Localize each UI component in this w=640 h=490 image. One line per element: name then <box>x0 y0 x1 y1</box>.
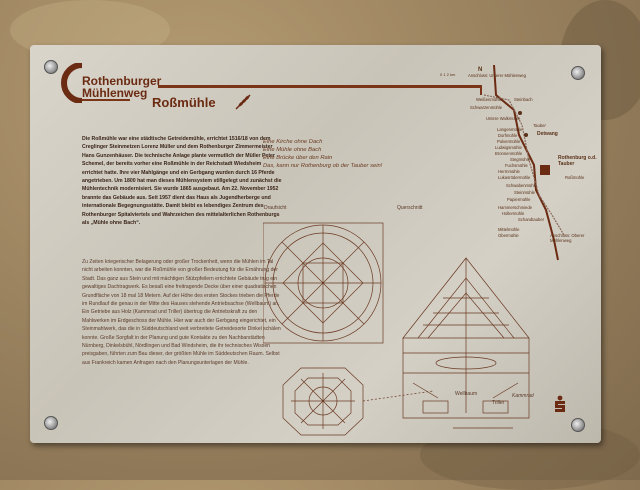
brand-name: Rothenburger Mühlenweg <box>82 75 161 99</box>
map-place: Weißenmühle <box>476 97 502 102</box>
screw-icon <box>571 66 585 80</box>
spacer <box>226 113 228 131</box>
map-place: Hollermühle <box>502 211 525 216</box>
sparkasse-logo-icon <box>555 395 565 412</box>
map-place: Hammerschmiede <box>498 205 532 210</box>
wheat-icon <box>235 94 251 110</box>
map-place: Steinbach <box>514 97 533 102</box>
map-place-highlight: Rothenburg o.d. Tauber <box>558 155 597 167</box>
map-place: Roßmühle <box>565 175 585 180</box>
header-rule <box>158 85 480 88</box>
map-place: Papiermühle <box>507 197 531 202</box>
poem-line: Eine Brücke über den Rain <box>263 155 333 161</box>
section-label: Querschnitt <box>397 205 423 211</box>
north-arrow-icon: N <box>478 67 483 73</box>
screw-icon <box>44 416 58 430</box>
brand-line-2: Mühlenweg <box>82 86 148 100</box>
info-plaque: Rothenburger Mühlenweg Roßmühle Die Roßm… <box>30 45 601 443</box>
screw-icon <box>44 60 58 74</box>
map-place: Lukasrödermühle <box>498 175 531 180</box>
page-title: Roßmühle <box>152 95 216 110</box>
map-place: Tauber <box>533 123 546 128</box>
map-place: Bronnenmühle <box>495 151 523 156</box>
map-place: Herrnmühle <box>498 169 520 174</box>
mill-wheel-logo-icon <box>61 63 83 103</box>
mill-technical-drawing <box>263 222 530 436</box>
triller-label: Triller <box>492 400 505 406</box>
map-place: Dorfmühle <box>498 133 518 138</box>
map-place: Mittelmühle <box>498 227 520 232</box>
wellbaum-label: Wellbaum <box>455 391 478 397</box>
map-place: Anschluss: Oberer Mühlenweg <box>550 233 585 243</box>
map-scale: 0 1 2 km <box>440 72 456 77</box>
map-place: Detwang <box>537 131 558 137</box>
poem-line: Das, kann nur Rothenburg ob der Tauber s… <box>263 163 383 169</box>
map-place: Schwarzenmühle <box>470 105 503 110</box>
map-place: Stegmühle <box>510 157 531 162</box>
poem-line: Eine Kirche ohne Dach <box>263 139 323 145</box>
map-place: Schandtauber <box>518 217 545 222</box>
poem-line: Eine Mühle ohne Bach <box>263 147 322 153</box>
map-place: Fuchsmühle <box>505 163 528 168</box>
intro-text: Die Roßmühle war eine städtische Getreid… <box>82 136 282 227</box>
header-rule-end <box>480 85 482 95</box>
brand-line-1: Rothenburger <box>82 74 162 88</box>
map-place: Pulvermühle <box>497 139 521 144</box>
map-place: Ludwigsmühle <box>495 145 522 150</box>
map-place: Langenmühle <box>497 127 523 132</box>
map-place: Steinmühle <box>514 190 535 195</box>
history-text: Zu Zeiten kriegerischer Belagerung oder … <box>82 259 281 366</box>
map-place: Untere Walkmühle <box>486 116 521 121</box>
route-map <box>483 65 565 261</box>
poem: Eine Kirche ohne Dach Eine Mühle ohne Ba… <box>263 138 463 170</box>
screw-icon <box>571 418 585 432</box>
map-place: Obermühle <box>498 233 519 238</box>
top-view-label: Draufsicht <box>264 205 287 211</box>
map-place: Schwabenmühle <box>506 183 537 188</box>
kammrad-label: Kammrad <box>512 393 534 399</box>
rothenburg-marker <box>540 165 550 175</box>
brand-underline <box>82 99 130 101</box>
map-place: Anschluss: Unterer Mühlenweg <box>468 73 526 78</box>
